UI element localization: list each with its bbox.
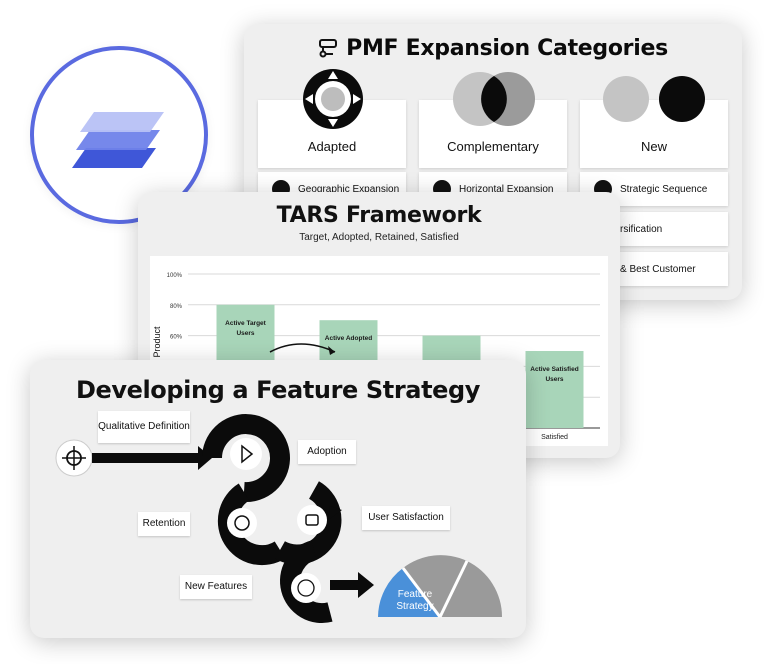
pmf-title-text: PMF Expansion Categories	[346, 36, 668, 61]
y-tick-label: 80%	[170, 304, 183, 310]
thumbs-up-icon	[305, 514, 319, 526]
tars-subtitle: Target, Adopted, Retained, Satisfied	[299, 232, 459, 243]
bar-label: Active Satisfied	[530, 366, 578, 373]
bar-label: Users	[545, 376, 563, 383]
y-axis-label: ers for Product	[152, 326, 162, 386]
retention-label: Retention	[138, 512, 190, 536]
feature-strategy-label: Feature Strategy	[396, 588, 434, 613]
adoption-label: Adoption	[298, 440, 356, 464]
new-features-label: New Features	[180, 575, 252, 599]
feature-flow-diagram	[55, 414, 503, 623]
compass-icon	[303, 69, 363, 129]
category-icons	[303, 69, 705, 129]
bar	[525, 351, 584, 428]
feature-title: Developing a Feature Strategy	[75, 376, 481, 404]
bar-label: Users	[236, 330, 254, 337]
pmf-card-complementary[interactable]: Complementary	[419, 100, 567, 168]
y-tick-label: 100%	[167, 273, 183, 279]
venn-overlap-icon	[453, 72, 535, 126]
network-icon	[318, 38, 338, 64]
x-tick-label: Satisfied	[541, 434, 568, 441]
bar-label: Active Adopted	[325, 335, 372, 342]
qualitative-definition-label: Qualitative Definition	[98, 411, 190, 443]
strategy-gauge	[378, 555, 503, 618]
pmf-title: PMF Expansion Categories	[244, 36, 742, 64]
y-tick-label: 60%	[170, 335, 183, 341]
layers-icon	[72, 112, 164, 168]
pmf-row-strategic[interactable]: Strategic Sequence	[580, 172, 728, 206]
flow-arrow	[269, 343, 336, 353]
pmf-card-new[interactable]: New	[580, 100, 728, 168]
feature-strategy-slide[interactable]: Developing a Feature Strategy	[30, 360, 526, 638]
bar-label: Active Target	[225, 320, 267, 327]
pmf-card-label: Complementary	[447, 139, 539, 154]
logo-circle	[30, 46, 208, 224]
tars-title: TARS Framework	[276, 203, 482, 228]
target-icon	[55, 439, 93, 477]
two-circles-icon	[603, 76, 705, 122]
pmf-card-label: New	[640, 139, 667, 154]
user-satisfaction-label: User Satisfaction	[362, 506, 450, 530]
flow-arrow-head	[328, 346, 335, 355]
user-refresh-icon	[234, 515, 250, 531]
new-badge-icon	[297, 579, 315, 597]
pmf-card-label: Adapted	[307, 139, 357, 154]
play-icon	[241, 444, 254, 464]
